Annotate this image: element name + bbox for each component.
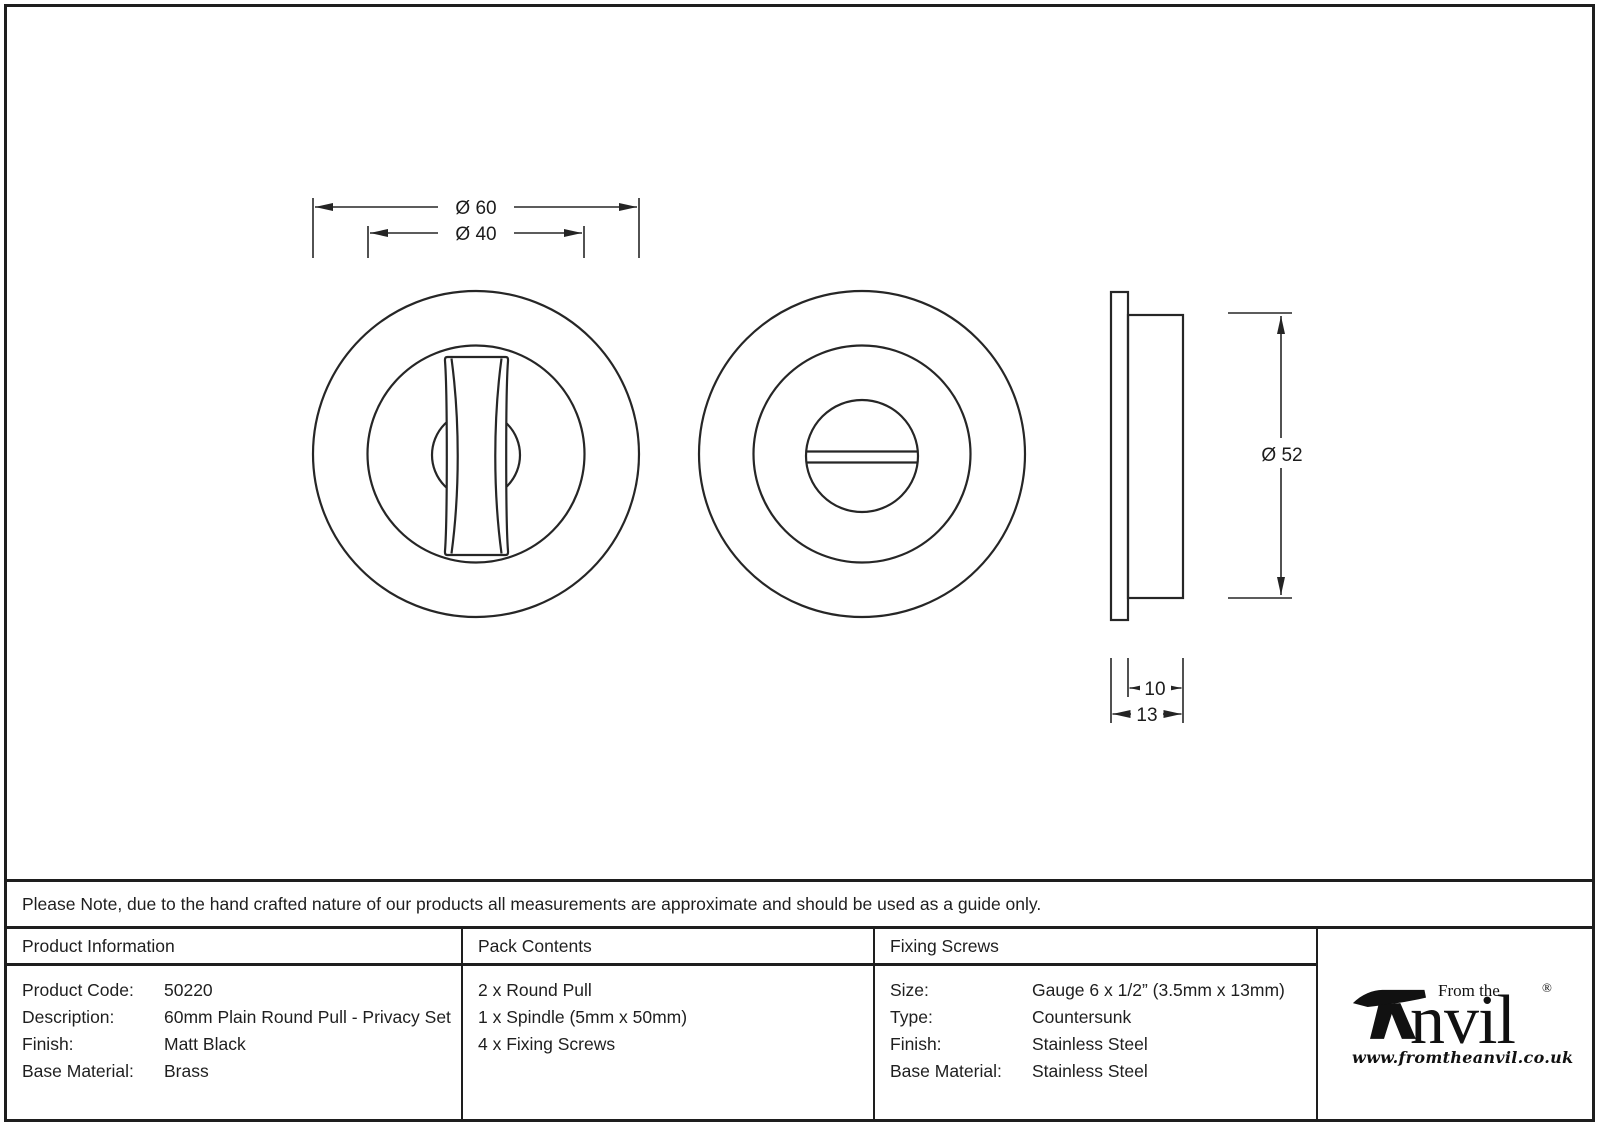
pack-contents-section: Pack Contents 2 x Round Pull 1 x Spindle…	[463, 929, 875, 1119]
fixing-screws-body: Size: Gauge 6 x 1/2” (3.5mm x 13mm) Type…	[875, 966, 1316, 1085]
spec-row: Base Material: Stainless Steel	[890, 1058, 1316, 1085]
spec-value: Stainless Steel	[1032, 1034, 1148, 1054]
logo-brand-name: nvil	[1410, 982, 1516, 1059]
logo-tagline: From the	[1438, 981, 1500, 1000]
spec-label: Description:	[22, 1007, 115, 1027]
anvil-icon	[1352, 989, 1426, 1039]
spec-value: Countersunk	[1032, 1007, 1132, 1027]
pack-contents-body: 2 x Round Pull 1 x Spindle (5mm x 50mm) …	[463, 966, 873, 1058]
spec-label: Finish:	[890, 1034, 942, 1054]
spec-row: Type: Countersunk	[890, 1004, 1316, 1031]
fixing-screws-section: Fixing Screws Size: Gauge 6 x 1/2” (3.5m…	[875, 929, 1318, 1119]
pack-item: 1 x Spindle (5mm x 50mm)	[478, 1007, 688, 1027]
product-information-body: Product Code: 50220 Description: 60mm Pl…	[7, 966, 461, 1085]
spec-row: Product Code: 50220	[22, 977, 461, 1004]
pack-contents-title: Pack Contents	[478, 935, 592, 956]
spec-value: Stainless Steel	[1032, 1061, 1148, 1081]
product-information-title: Product Information	[22, 935, 175, 956]
logo-url: www.fromtheanvil.co.uk	[1352, 1048, 1574, 1067]
note-row: Please Note, due to the hand crafted nat…	[7, 879, 1592, 926]
spec-row: Finish: Stainless Steel	[890, 1031, 1316, 1058]
product-information-header: Product Information	[7, 929, 461, 966]
spec-row: Description: 60mm Plain Round Pull - Pri…	[22, 1004, 461, 1031]
product-information-section: Product Information Product Code: 50220 …	[7, 929, 463, 1119]
brand-logo: From the nvil ® www.fromtheanvil.co.uk	[1352, 980, 1574, 1071]
spec-label: Finish:	[22, 1034, 74, 1054]
spec-value: Matt Black	[164, 1034, 246, 1054]
pack-item: 2 x Round Pull	[478, 980, 592, 1000]
spec-row: Size: Gauge 6 x 1/2” (3.5mm x 13mm)	[890, 977, 1316, 1004]
spec-row: Finish: Matt Black	[22, 1031, 461, 1058]
pack-item: 4 x Fixing Screws	[478, 1034, 616, 1054]
fixing-screws-title: Fixing Screws	[890, 935, 999, 956]
spec-label: Product Code:	[22, 980, 134, 1000]
page-border	[4, 4, 1595, 1122]
spec-value: Brass	[164, 1061, 209, 1081]
measurement-note: Please Note, due to the hand crafted nat…	[22, 893, 1042, 914]
spec-label: Base Material:	[22, 1061, 134, 1081]
spec-label: Base Material:	[890, 1061, 1002, 1081]
brand-logo-cell: From the nvil ® www.fromtheanvil.co.uk	[1318, 929, 1592, 1119]
spec-value: 50220	[164, 980, 213, 1000]
spec-row: Base Material: Brass	[22, 1058, 461, 1085]
info-table: Product Information Product Code: 50220 …	[7, 926, 1592, 1119]
spec-label: Size:	[890, 980, 929, 1000]
registered-trademark-icon: ®	[1542, 980, 1552, 995]
spec-label: Type:	[890, 1007, 933, 1027]
pack-contents-header: Pack Contents	[463, 929, 873, 966]
spec-value: Gauge 6 x 1/2” (3.5mm x 13mm)	[1032, 980, 1285, 1000]
fixing-screws-header: Fixing Screws	[875, 929, 1316, 966]
spec-value: 60mm Plain Round Pull - Privacy Set	[164, 1007, 451, 1027]
